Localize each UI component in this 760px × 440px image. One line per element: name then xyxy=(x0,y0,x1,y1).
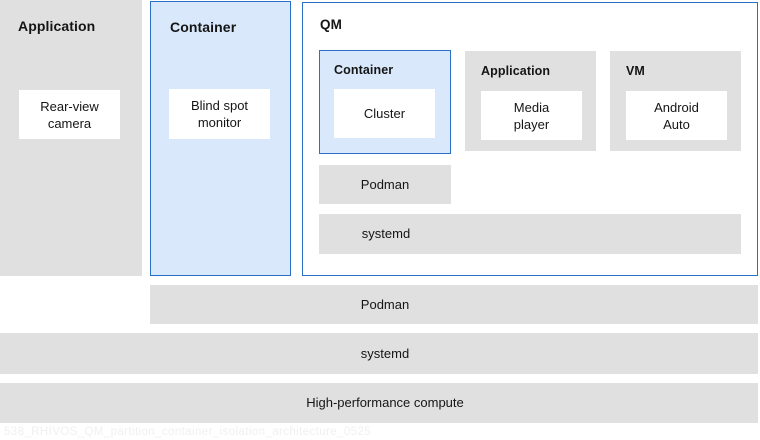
platform-systemd-label: systemd xyxy=(360,346,410,361)
application-partition-label: Application xyxy=(18,18,96,34)
qm-application-box: Application Media player xyxy=(465,51,596,151)
container-partition-label: Container xyxy=(170,19,237,35)
qm-partition: QM Container Cluster Application Media p… xyxy=(302,2,758,276)
platform-podman-label: Podman xyxy=(360,297,410,312)
platform-systemd-bar: systemd xyxy=(0,333,758,374)
high-performance-compute-label: High-performance compute xyxy=(306,395,464,410)
qm-partition-label: QM xyxy=(320,17,342,32)
container-partition: Container Blind spot monitor xyxy=(150,1,291,276)
application-partition: Application Rear-view camera xyxy=(0,0,142,276)
blind-spot-monitor-box: Blind spot monitor xyxy=(169,89,270,139)
qm-systemd-bar: systemd xyxy=(319,214,741,254)
cluster-box: Cluster xyxy=(334,89,435,138)
qm-podman-label: Podman xyxy=(360,177,410,192)
qm-systemd-label: systemd xyxy=(361,226,411,241)
qm-container-box: Container Cluster xyxy=(319,50,451,154)
qm-application-label: Application xyxy=(481,64,551,78)
qm-vm-box: VM Android Auto xyxy=(610,51,741,151)
qm-container-label: Container xyxy=(334,63,394,77)
qm-vm-label: VM xyxy=(626,64,645,78)
media-player-box: Media player xyxy=(481,91,582,140)
android-auto-box: Android Auto xyxy=(626,91,727,140)
diagram-watermark: 538_RHIVOS_QM_partition_container_isolat… xyxy=(4,426,372,438)
qm-podman-bar: Podman xyxy=(319,165,451,204)
rear-view-camera-box: Rear-view camera xyxy=(19,90,120,139)
platform-podman-bar: Podman xyxy=(150,285,758,324)
high-performance-compute-bar: High-performance compute xyxy=(0,383,758,423)
